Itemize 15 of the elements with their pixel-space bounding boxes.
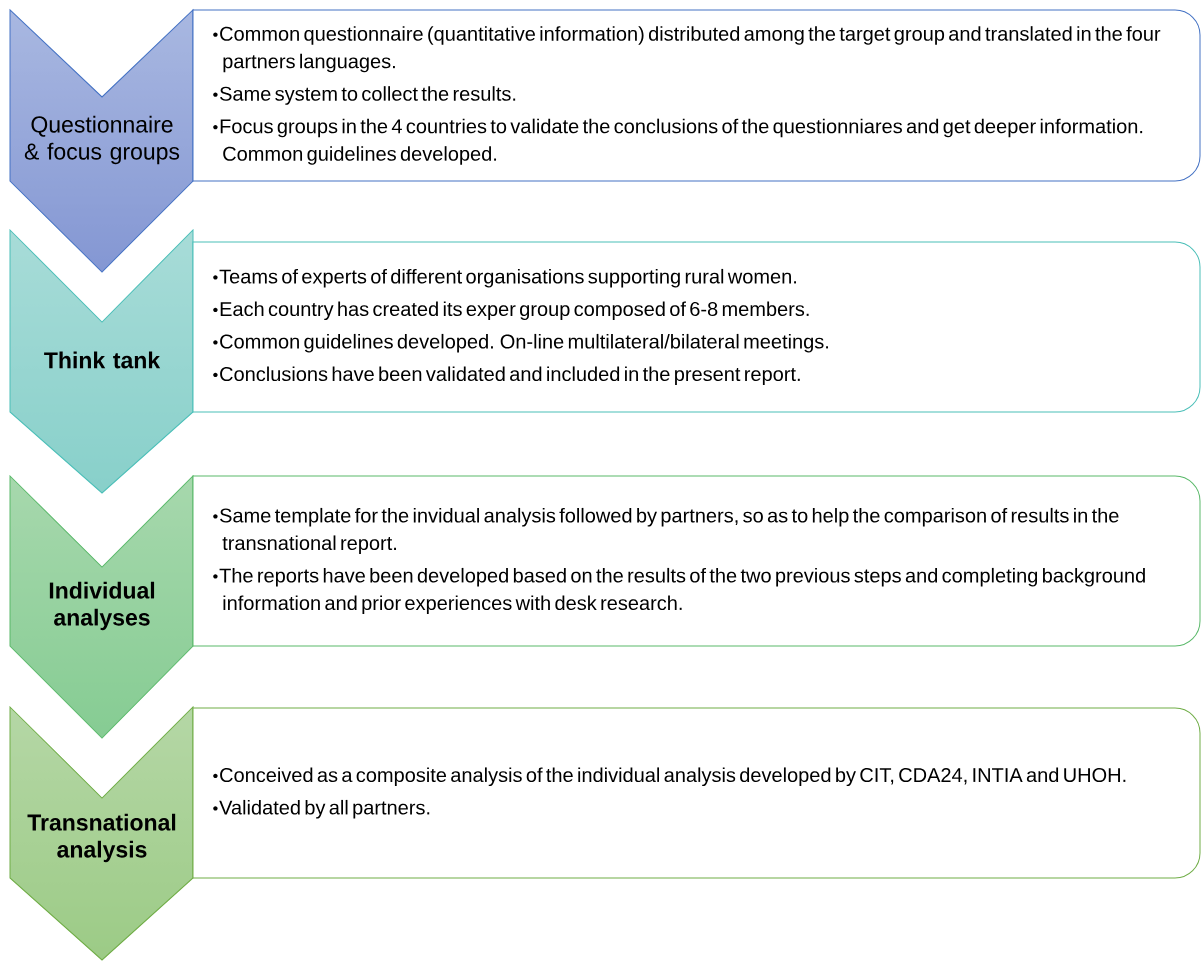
bullet-item: Conceived as a composite analysis of the individual analysis developed by CIT, CDA24, INTIA and UHOH. [220,767,1126,787]
bullet-item: Each country has created its exper group composed of 6-8 members. [220,301,809,321]
text-box [192,707,1201,879]
bullet-item: Common guidelines developed. On-line multilateral/bilateral meetings. [220,333,828,353]
text-box [192,241,1201,413]
bullet-item: Validated by all partners. [219,799,430,819]
text-box [192,475,1201,647]
bullet-item: Conclusions have been validated and included in the present report. [220,366,800,386]
text-box [192,9,1201,182]
bullet-item: Same system to collect the results. [220,86,516,105]
bullet-item: Teams of experts of different organisations supporting rural women. [219,268,796,288]
bullet-item: The reports have been developed based on the results of the two previous steps and completing background information and prior experiences with desk research. [219,567,1145,615]
bullet-item: Focus groups in the 4 countries to validate the conclusions of the questionniares and get deeper information. Common guidelines developed. [220,118,1143,165]
bullet-item: Common questionnaire (quantitative information) distributed among the target group and translated in the four partners languages. [220,26,1161,73]
bullet-item: Same template for the invidual analysis followed by partners, so as to help the comparison of results in the transnational report. [220,507,1119,555]
